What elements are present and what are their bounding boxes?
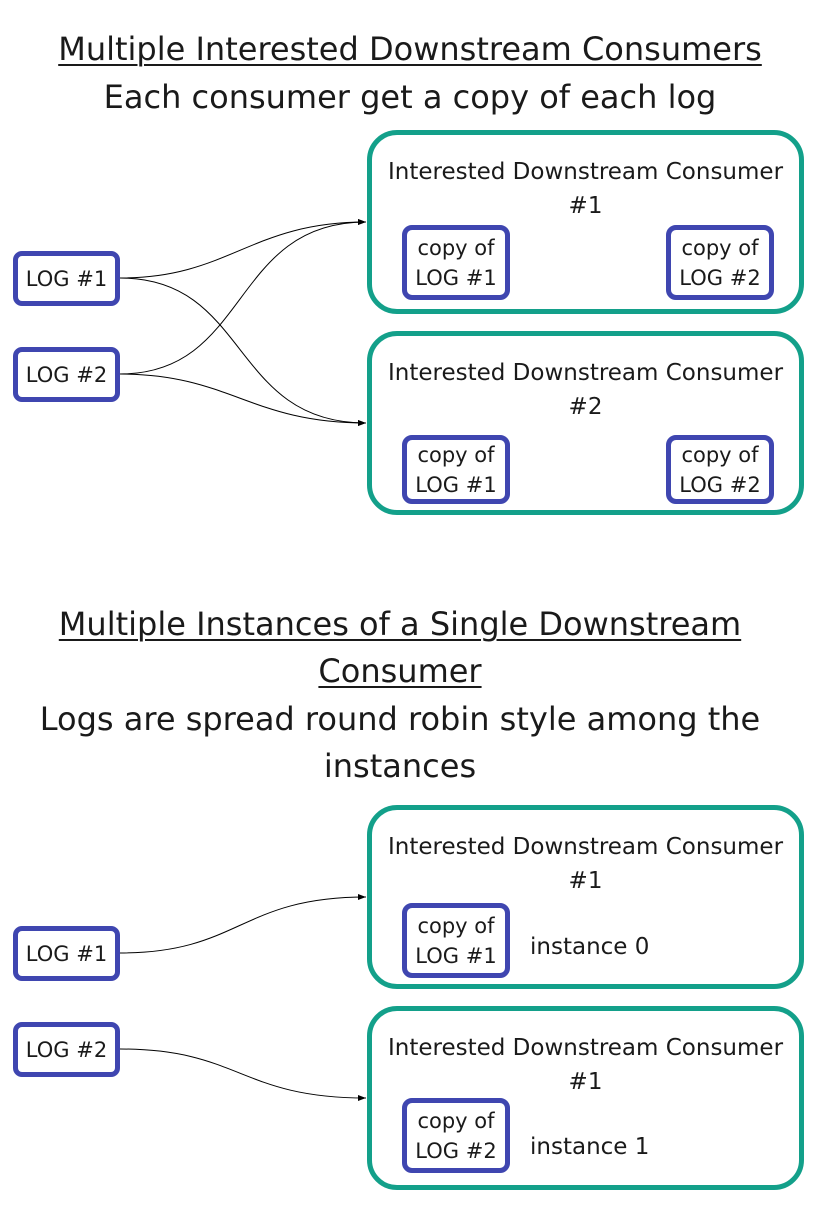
connector-log2-to-consumer2 — [119, 373, 367, 426]
copy-log-1-box: copy of LOG #1 — [402, 435, 510, 504]
copy-line2: LOG #2 — [679, 472, 761, 497]
log-2-box: LOG #2 — [13, 347, 120, 402]
consumer-instance-1-title: Interested Downstream Consumer #1 — [372, 1031, 799, 1099]
consumer-title-line2: #1 — [568, 1069, 603, 1095]
connector-log1-to-consumer2 — [119, 277, 367, 426]
copy-line1: copy of — [417, 235, 495, 260]
copy-line2: LOG #1 — [415, 943, 497, 968]
consumer-title-line2: #1 — [568, 193, 603, 219]
section2-title-line2: Consumer — [318, 652, 482, 690]
copy-log-1-box: copy of LOG #1 — [402, 903, 510, 978]
connector-log1-to-consumer1 — [119, 219, 367, 279]
consumer-1-box: Interested Downstream Consumer #1 copy o… — [367, 130, 804, 314]
copy-log-2-box: copy of LOG #2 — [666, 225, 774, 300]
copy-log-2-box: copy of LOG #2 — [402, 1098, 510, 1173]
copy-line2: LOG #2 — [415, 1138, 497, 1163]
copy-line2: LOG #1 — [415, 265, 497, 290]
copy-line1: copy of — [681, 235, 759, 260]
log-2-label: LOG #2 — [25, 1037, 108, 1062]
consumer-title-line1: Interested Downstream Consumer — [387, 159, 784, 185]
log-2-box: LOG #2 — [13, 1022, 120, 1077]
consumer-2-box: Interested Downstream Consumer #2 copy o… — [367, 331, 804, 515]
consumer-1-title: Interested Downstream Consumer #1 — [372, 155, 799, 223]
consumer-title-line1: Interested Downstream Consumer — [387, 360, 784, 386]
copy-line1: copy of — [417, 1108, 495, 1133]
consumer-title-line1: Interested Downstream Consumer — [387, 1035, 784, 1061]
log-1-box: LOG #1 — [13, 926, 120, 981]
section1-title: Multiple Interested Downstream Consumers — [58, 30, 762, 68]
section2-subtitle-line2: instances — [323, 747, 477, 785]
connector-log2-to-consumer1 — [119, 219, 367, 375]
consumer-instance-1-box: Interested Downstream Consumer #1 copy o… — [367, 1006, 804, 1190]
section1-subtitle: Each consumer get a copy of each log — [103, 78, 717, 116]
section2-title-line1: Multiple Instances of a Single Downstrea… — [58, 605, 742, 643]
instance-0-label: instance 0 — [530, 934, 650, 960]
log-1-label: LOG #1 — [25, 266, 108, 291]
copy-line2: LOG #1 — [415, 472, 497, 497]
copy-log-2-box: copy of LOG #2 — [666, 435, 774, 504]
consumer-title-line1: Interested Downstream Consumer — [387, 834, 784, 860]
consumer-2-title: Interested Downstream Consumer #2 — [372, 356, 799, 424]
consumer-title-line2: #1 — [568, 868, 603, 894]
log-1-box: LOG #1 — [13, 251, 120, 306]
log-1-label: LOG #1 — [25, 941, 108, 966]
consumer-instance-0-title: Interested Downstream Consumer #1 — [372, 830, 799, 898]
connector-log1-to-instance0 — [119, 894, 367, 954]
copy-line2: LOG #2 — [679, 265, 761, 290]
copy-line1: copy of — [681, 442, 759, 467]
instance-1-label: instance 1 — [530, 1134, 650, 1160]
copy-line1: copy of — [417, 913, 495, 938]
copy-log-1-box: copy of LOG #1 — [402, 225, 510, 300]
copy-line1: copy of — [417, 442, 495, 467]
log-2-label: LOG #2 — [25, 362, 108, 387]
consumer-title-line2: #2 — [568, 394, 603, 420]
section2-subtitle-line1: Logs are spread round robin style among … — [39, 700, 761, 738]
connector-log2-to-instance1 — [119, 1048, 367, 1101]
consumer-instance-0-box: Interested Downstream Consumer #1 copy o… — [367, 805, 804, 989]
